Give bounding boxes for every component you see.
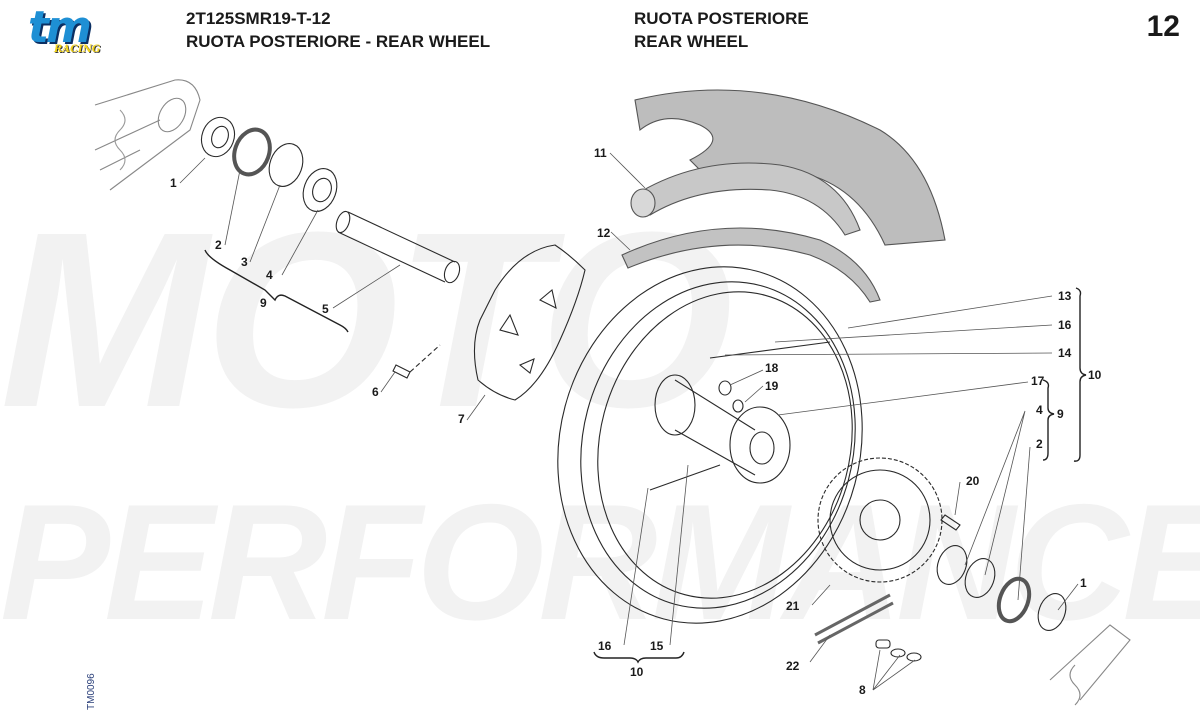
callout-20: 20 [966,474,980,488]
circlip-3-left [268,143,304,187]
nut-18 [718,380,732,396]
washer-19 [732,399,744,413]
brace-10-right [1073,287,1087,462]
callout-2-left: 2 [215,238,222,252]
brace-9-left [204,249,349,333]
seal-1-left [200,116,236,158]
chain-22 [814,593,894,645]
swingarm-right [1049,624,1131,706]
callout-9-right: 9 [1057,407,1064,421]
callout-16-bottom: 16 [598,639,612,653]
brake-disc-7 [473,244,586,401]
brace-9-right [1042,379,1055,461]
bearing-4-left [302,168,338,212]
inner-tube-11 [634,162,861,236]
bolt-6 [392,344,441,379]
seal-2-left [232,127,272,177]
callout-7: 7 [458,412,465,426]
callout-21: 21 [786,599,800,613]
callout-17: 17 [1031,374,1045,388]
spoke-14 [709,341,831,359]
callout-9-left: 9 [260,296,267,310]
watermark-moto: MOTO [0,180,733,459]
callout-15: 15 [650,639,664,653]
drawing-reference-code: TM0096 [86,673,97,710]
seal-2-right [996,576,1032,624]
logo-racing: RACING [54,44,101,55]
part-code: 2T125SMR19-T-12 [186,9,331,28]
title-italian: RUOTA POSTERIORE [634,9,809,28]
inner-tube-end [630,188,656,218]
seal-1-right [1037,593,1067,631]
callout-16-right: 16 [1058,318,1072,332]
leader-lines [179,152,1079,691]
spoke-15 [649,464,721,491]
callout-2-right: 2 [1036,437,1043,451]
callout-5: 5 [322,302,329,316]
tm-racing-logo: tm RACING [24,2,128,58]
logo-brand: tm [28,2,92,53]
title-english: REAR WHEEL [634,32,749,51]
callout-3-left: 3 [241,255,248,269]
callout-12: 12 [597,226,611,240]
bearing-4-right-a [936,545,968,585]
callout-1-right: 1 [1080,576,1087,590]
sprocket-21 [817,457,943,583]
callout-10-bottom: 10 [630,665,644,679]
callout-19: 19 [765,379,779,393]
callout-10-right: 10 [1088,368,1102,382]
sprocket-carrier-17 [729,406,791,484]
bolt-20 [940,514,961,531]
spacer-5 [335,210,461,284]
bearing-4-right-b [964,558,996,598]
hub [654,374,791,484]
callout-6: 6 [372,385,379,399]
callout-13: 13 [1058,289,1072,303]
page-number: 12 [1146,10,1180,43]
callout-11: 11 [594,146,607,160]
callout-22: 22 [786,659,800,673]
callout-1-left: 1 [170,176,177,190]
callout-14: 14 [1058,346,1072,360]
swingarm-left [94,79,201,191]
rim-13 [557,266,863,624]
brace-10-bottom [593,651,685,664]
callout-18: 18 [765,361,779,375]
master-link-8 [875,639,922,662]
callout-4-right: 4 [1036,403,1043,417]
rim-tape-12 [621,227,881,303]
brake-disc-cutouts [499,288,557,374]
callout-4-left: 4 [266,268,273,282]
page-title-bilingual: RUOTA POSTERIORE - REAR WHEEL [186,32,491,51]
callout-8: 8 [859,683,866,697]
group-braces [204,249,1087,664]
